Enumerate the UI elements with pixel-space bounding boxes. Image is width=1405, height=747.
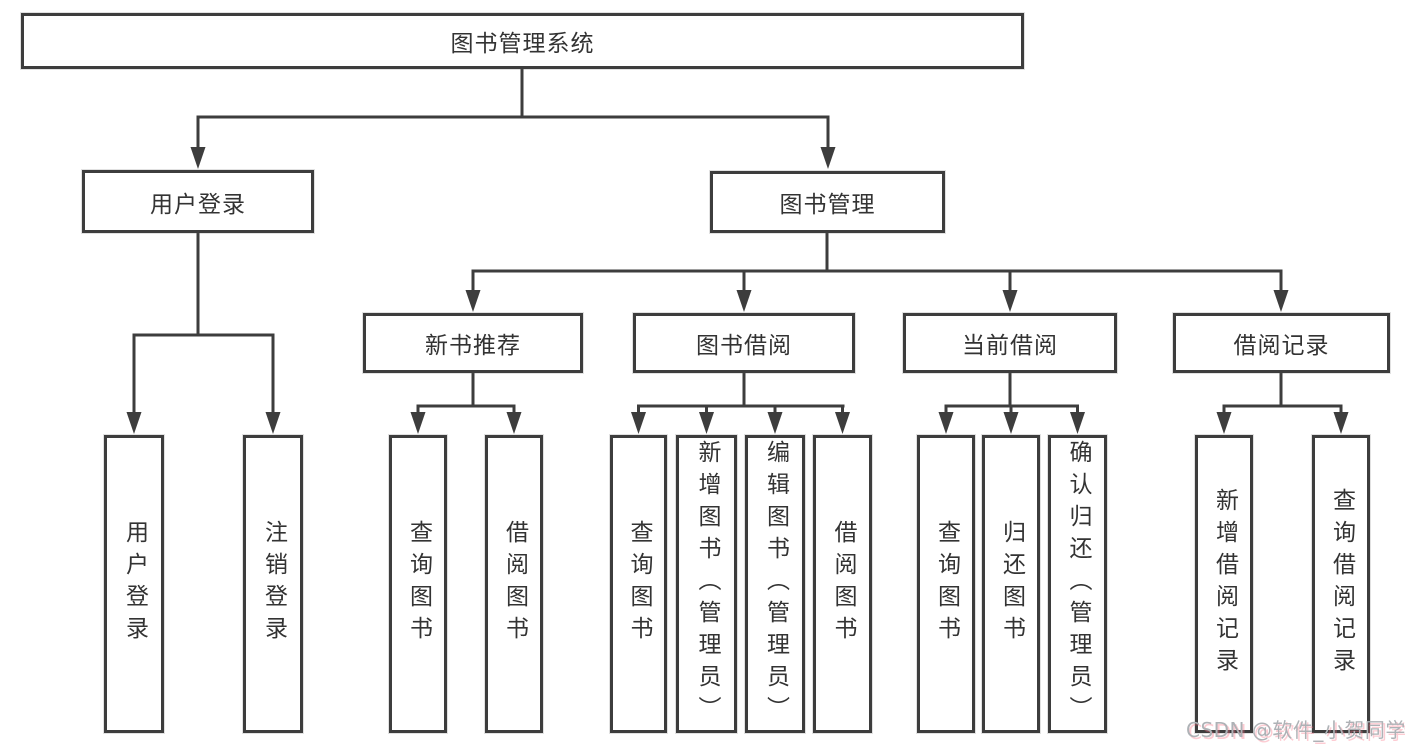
leaf-bb-edit-books-admin: 编辑图书（管理员） (745, 435, 805, 733)
leaf-bb-edit-books-label: 编辑图书（管理员） (762, 440, 789, 728)
leaf-rec-borrow-books-label: 借阅图书 (501, 520, 528, 648)
leaf-br-add-record-label: 新增借阅记录 (1211, 488, 1238, 680)
leaf-br-query-record-label: 查询借阅记录 (1328, 488, 1355, 680)
leaf-rec-borrow-books: 借阅图书 (485, 435, 543, 733)
leaf-user-login: 用户登录 (104, 435, 164, 733)
leaf-rec-query-books: 查询图书 (389, 435, 447, 733)
leaf-bb-add-books-admin: 新增图书（管理员） (676, 435, 737, 733)
leaf-bb-query-books: 查询图书 (610, 435, 667, 733)
leaf-bb-add-books-label: 新增图书（管理员） (694, 440, 720, 728)
leaf-cb-confirm-return-label: 确认归还（管理员） (1065, 440, 1091, 728)
leaf-logout: 注销登录 (243, 435, 303, 733)
leaf-bb-query-books-label: 查询图书 (626, 520, 652, 648)
leaf-cb-return-books-label: 归还图书 (998, 520, 1025, 648)
leaf-logout-label: 注销登录 (260, 520, 287, 648)
leaf-rec-query-books-label: 查询图书 (405, 520, 432, 648)
leaf-bb-borrow-books: 借阅图书 (813, 435, 872, 733)
leaf-bb-borrow-books-label: 借阅图书 (830, 520, 856, 648)
leaf-cb-confirm-return-admin: 确认归还（管理员） (1048, 435, 1107, 733)
leaf-br-add-record: 新增借阅记录 (1195, 435, 1253, 733)
leaf-cb-query-books: 查询图书 (917, 435, 975, 733)
arrowheads (126, 147, 1349, 434)
leaf-br-query-record: 查询借阅记录 (1312, 435, 1370, 733)
leaf-cb-query-books-label: 查询图书 (933, 520, 960, 648)
leaf-user-login-label: 用户登录 (121, 520, 148, 648)
csdn-watermark: CSDN @软件_小贺同学 (1186, 718, 1405, 742)
leaf-cb-return-books: 归还图书 (982, 435, 1040, 733)
